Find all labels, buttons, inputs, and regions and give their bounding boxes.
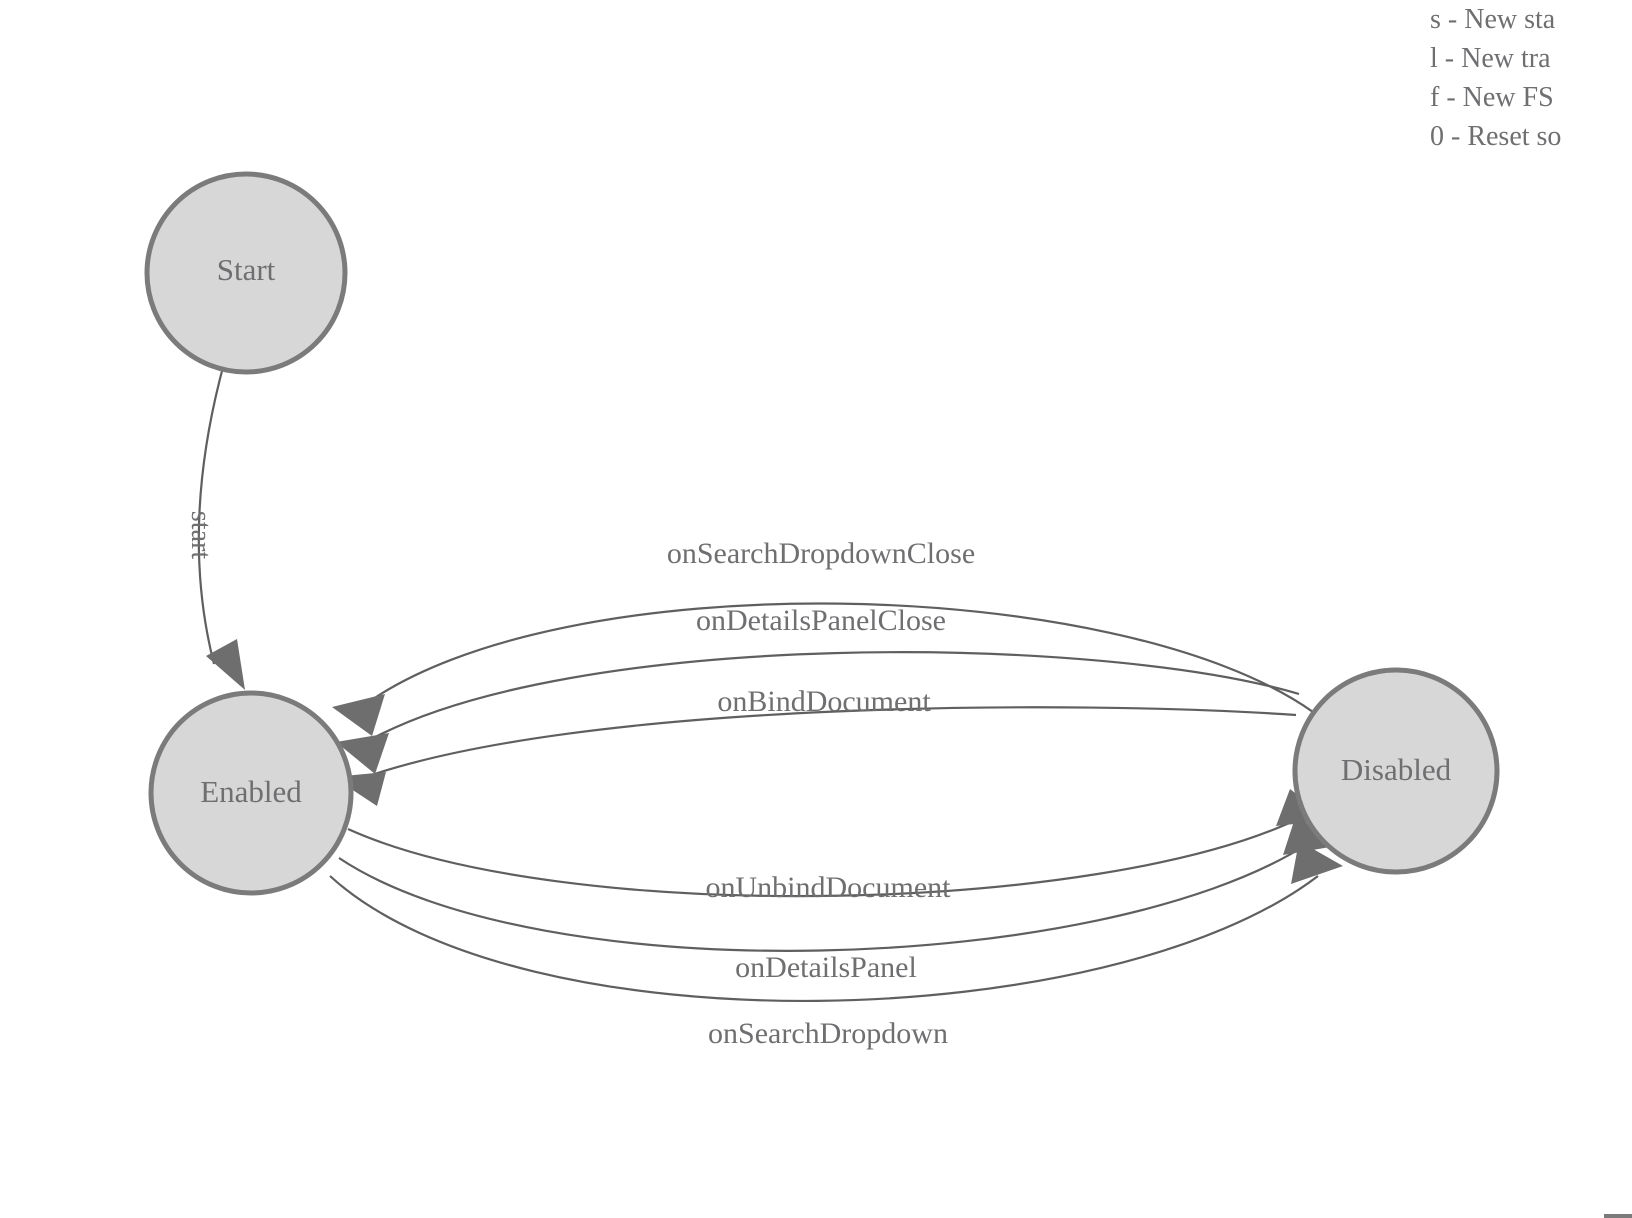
- help-line-new-transition: l - New tra: [1430, 43, 1551, 74]
- help-line-reset: 0 - Reset so: [1430, 121, 1562, 152]
- edge-enabled-to-disabled-onunbinddocument[interactable]: onUnbindDocument: [347, 789, 1330, 904]
- edge-path-ondetailspanelclose[interactable]: [365, 651, 1300, 743]
- edge-start-to-enabled[interactable]: start: [185, 370, 245, 690]
- node-start[interactable]: Start: [144, 171, 348, 375]
- edge-path-onsearchdropdownclose[interactable]: [362, 602, 1314, 713]
- arrowhead-onsearchdropdownclose: [332, 694, 385, 736]
- node-disabled-label: Disabled: [1341, 752, 1452, 787]
- edge-label-ondetailspanelclose: onDetailsPanelClose: [696, 604, 946, 637]
- edge-label-onbinddocument: onBindDocument: [717, 685, 931, 718]
- edge-disabled-to-enabled-onsearchdropdownclose[interactable]: onSearchDropdownClose: [332, 537, 1314, 736]
- edge-label-start: start: [185, 511, 216, 559]
- edge-label-onunbinddocument: onUnbindDocument: [706, 871, 952, 904]
- node-enabled-label: Enabled: [200, 774, 302, 809]
- help-line-new-fsm: f - New FS: [1430, 82, 1554, 113]
- node-enabled-circle[interactable]: [148, 690, 354, 896]
- node-enabled[interactable]: Enabled: [148, 690, 354, 896]
- arrowhead-start: [206, 639, 245, 690]
- edge-label-ondetailspanel: onDetailsPanel: [735, 951, 917, 984]
- edge-enabled-to-disabled-onsearchdropdown[interactable]: onSearchDropdown: [329, 841, 1343, 1050]
- node-start-label: Start: [217, 252, 276, 287]
- node-disabled-circle[interactable]: [1292, 667, 1500, 875]
- help-shortcut-panel: s - New sta l - New tra f - New FS 0 - R…: [1430, 0, 1632, 156]
- edge-path-ondetailspanel[interactable]: [338, 844, 1307, 952]
- node-disabled[interactable]: Disabled: [1292, 667, 1500, 875]
- edge-path-onsearchdropdown[interactable]: [329, 875, 1319, 1002]
- node-start-circle[interactable]: [144, 171, 348, 375]
- panel-corner-frame: [1604, 1174, 1632, 1218]
- edge-disabled-to-enabled-onbinddocument[interactable]: onBindDocument: [333, 685, 1297, 806]
- edge-label-onsearchdropdownclose: onSearchDropdownClose: [667, 537, 975, 570]
- edge-enabled-to-disabled-ondetailspanel[interactable]: onDetailsPanel: [338, 815, 1336, 984]
- edge-path-onbinddocument[interactable]: [359, 706, 1297, 781]
- arrowhead-onsearchdropdown: [1291, 841, 1343, 884]
- edge-path-onunbinddocument[interactable]: [347, 817, 1301, 898]
- edge-label-onsearchdropdown: onSearchDropdown: [708, 1017, 948, 1050]
- arrowhead-ondetailspanel: [1283, 815, 1336, 855]
- edge-path-start[interactable]: [197, 370, 224, 665]
- edge-disabled-to-enabled-ondetailspanelclose[interactable]: onDetailsPanelClose: [336, 604, 1300, 774]
- arrowhead-ondetailspanelclose: [336, 733, 389, 774]
- help-line-new-state: s - New sta: [1430, 4, 1556, 35]
